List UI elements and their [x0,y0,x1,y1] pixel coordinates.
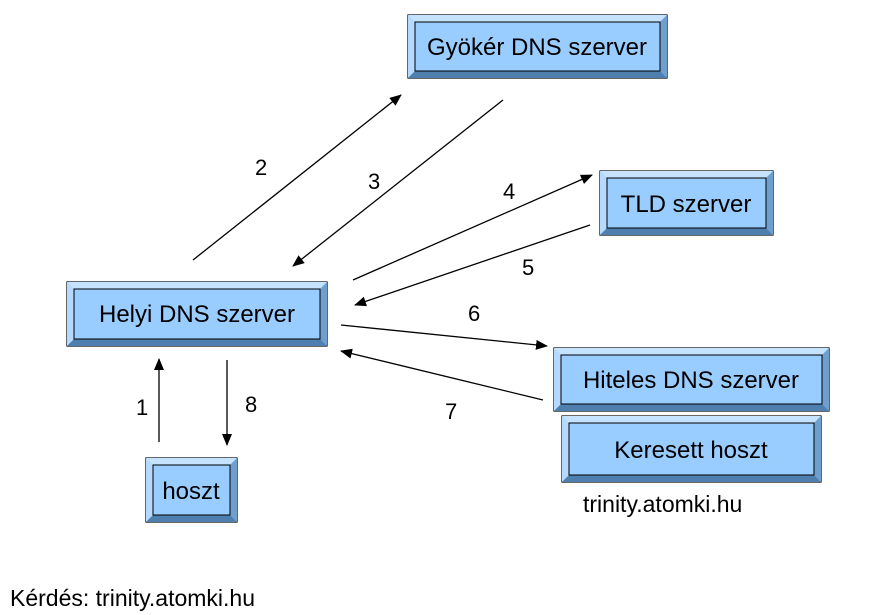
step-label-6: 6 [468,301,480,326]
searched-host-box: Keresett hoszt [561,415,822,483]
arrow-6-local-to-authoritative [340,324,548,350]
step-labels: 2 3 4 5 6 7 1 8 [136,155,534,424]
local-dns-server-label: Helyi DNS szerver [99,301,295,328]
root-dns-server-box: Gyökér DNS szerver [407,14,668,79]
step-label-5: 5 [522,255,534,280]
arrows [154,94,593,446]
step-label-3: 3 [368,169,380,194]
tld-server-box: TLD szerver [599,170,774,236]
step-label-8: 8 [245,392,257,417]
local-dns-server-box: Helyi DNS szerver [66,281,328,347]
arrow-5-tld-to-local [354,224,591,307]
arrow-4-local-to-tld [352,174,593,281]
authoritative-dns-server-box: Hiteles DNS szerver [553,347,830,412]
root-dns-server-label: Gyökér DNS szerver [427,34,647,61]
searched-host-label: Keresett hoszt [614,437,768,464]
step-label-7: 7 [445,399,457,424]
arrow-3-root-to-local [292,99,504,267]
step-label-2: 2 [255,155,267,180]
host-label: hoszt [162,478,220,505]
arrow-7-authoritative-to-local [340,348,544,401]
authoritative-dns-server-label: Hiteles DNS szerver [583,367,799,394]
step-label-1: 1 [136,395,148,420]
step-label-4: 4 [503,179,515,204]
tld-server-label: TLD szerver [621,191,752,218]
target-domain-label: trinity.atomki.hu [583,491,742,517]
arrow-2-local-to-root [192,94,402,261]
host-box: hoszt [145,457,238,523]
question-text: Kérdés: trinity.atomki.hu [10,585,255,611]
